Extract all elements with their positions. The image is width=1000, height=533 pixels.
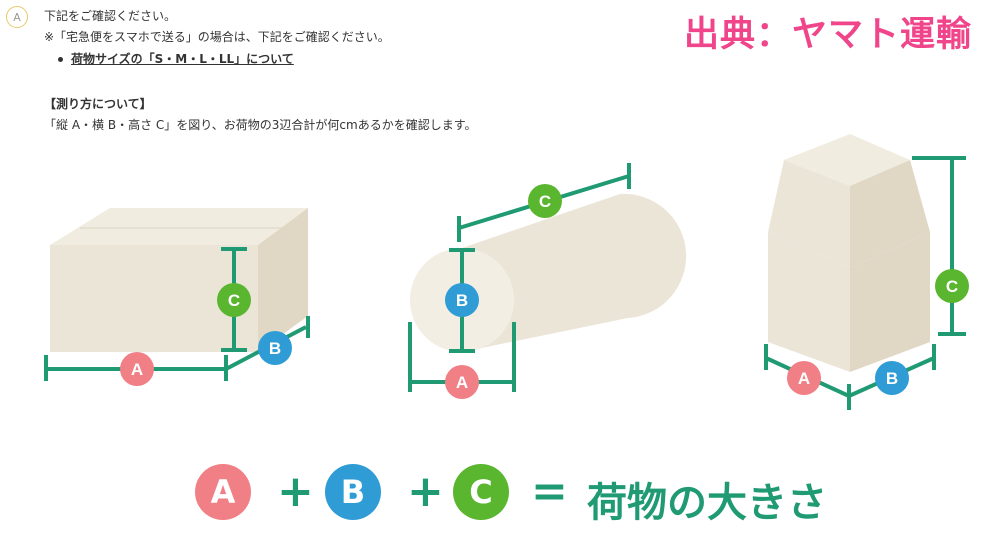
label-c-cylinder-text: C bbox=[539, 192, 551, 211]
label-c-house bbox=[935, 269, 969, 303]
size-link[interactable]: 荷物サイズの「S・M・L・LL」について bbox=[71, 52, 294, 66]
label-b-house bbox=[875, 361, 909, 395]
label-b-cylinder bbox=[445, 283, 479, 317]
label-a-cylinder bbox=[445, 365, 479, 399]
label-a-cylinder-text: A bbox=[456, 373, 468, 392]
formula-b: B bbox=[325, 464, 381, 520]
smartphone-note: ※「宅急便をスマホで送る」の場合は、下記をご確認ください。 bbox=[44, 30, 390, 44]
label-b-box bbox=[258, 331, 292, 365]
formula-a: A bbox=[195, 464, 251, 520]
bullet-dot bbox=[58, 57, 63, 62]
source-label: 出典：ヤマト運輸 bbox=[684, 15, 973, 55]
label-c-house-text: C bbox=[946, 277, 958, 296]
label-b-box-text: B bbox=[269, 339, 281, 358]
label-a-house bbox=[787, 361, 821, 395]
label-a-box bbox=[120, 352, 154, 386]
measure-description: 「縦 A・横 B・高さ C」を図り、お荷物の3辺合計が何cmあるかを確認します。 bbox=[44, 118, 477, 132]
label-a-house-text: A bbox=[798, 369, 810, 388]
label-b-cylinder-text: B bbox=[456, 291, 468, 310]
formula-plus-1: + bbox=[277, 466, 314, 517]
measure-heading: 【測り方について】 bbox=[44, 97, 152, 111]
formula-result: 荷物の大きさ bbox=[587, 480, 827, 526]
label-b-house-text: B bbox=[886, 369, 898, 388]
house-shape-illustration bbox=[764, 134, 966, 410]
label-c-box-text: C bbox=[228, 291, 240, 310]
formula-plus-2: + bbox=[407, 466, 444, 517]
formula-equals: = bbox=[531, 466, 568, 517]
label-c-cylinder bbox=[528, 184, 562, 218]
size-link-item: 荷物サイズの「S・M・L・LL」について bbox=[58, 50, 294, 67]
intro-text: 下記をご確認ください。 bbox=[44, 9, 177, 23]
formula-c: C bbox=[453, 464, 509, 520]
answer-badge: A bbox=[6, 6, 28, 28]
label-a-box-text: A bbox=[131, 360, 143, 379]
label-c-box bbox=[217, 283, 251, 317]
